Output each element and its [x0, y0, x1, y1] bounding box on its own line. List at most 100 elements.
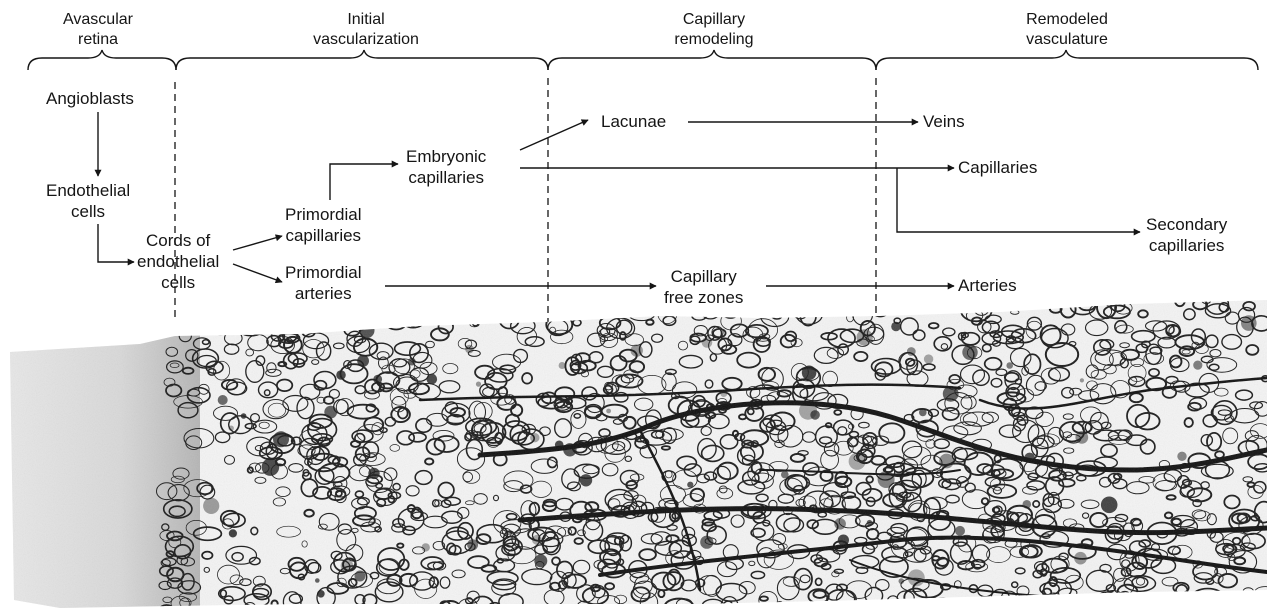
- capillary-loop: [208, 308, 222, 318]
- capillary-loop: [688, 604, 701, 612]
- capillary-loop: [262, 298, 279, 311]
- capillary-loop: [538, 311, 548, 317]
- capillary-loop: [1097, 592, 1117, 605]
- node-primordial-capillaries: Primordialcapillaries: [285, 204, 362, 246]
- node-arteries: Arteries: [958, 275, 1017, 296]
- capillary-loop: [1145, 598, 1171, 609]
- arrow-primcap-embryonic: [330, 164, 398, 200]
- capillary-loop: [404, 304, 424, 313]
- vessel-cluster: [248, 316, 255, 323]
- arrow-endothelial-cords: [98, 224, 134, 262]
- node-capillaries: Capillaries: [958, 157, 1037, 178]
- capillary-loop: [489, 296, 501, 307]
- capillary-loop: [454, 299, 462, 304]
- capillary-loop: [993, 604, 1001, 609]
- capillary-loop: [1044, 593, 1064, 612]
- capillary-loop: [815, 295, 846, 315]
- capillary-loop: [1254, 591, 1267, 598]
- capillary-loop: [854, 299, 875, 312]
- brace-remodeled: [876, 50, 1258, 70]
- arrow-cords-primcap: [233, 236, 282, 250]
- capillary-loop: [833, 601, 860, 612]
- capillary-loop: [1038, 596, 1062, 612]
- capillary-loop: [577, 304, 591, 313]
- capillary-loop: [872, 303, 889, 317]
- capillary-loop: [588, 301, 597, 309]
- capillary-loop: [221, 306, 233, 318]
- capillary-loop: [933, 598, 953, 610]
- stage-braces: [28, 50, 1258, 70]
- capillary-loop: [324, 310, 336, 324]
- capillary-loop: [262, 296, 278, 307]
- capillary-loop: [613, 300, 622, 308]
- capillary-loop: [1190, 593, 1199, 598]
- capillary-loop: [358, 307, 377, 317]
- capillary-loop: [282, 316, 294, 329]
- capillary-loop: [776, 602, 783, 609]
- node-veins: Veins: [923, 111, 965, 132]
- arrow-cords-primart: [233, 264, 282, 282]
- capillary-loop: [907, 295, 922, 308]
- capillary-loop: [1076, 595, 1091, 611]
- capillary-loop: [479, 310, 493, 321]
- capillary-loop: [876, 309, 883, 314]
- capillary-loop: [922, 598, 941, 611]
- capillary-loop: [1259, 603, 1267, 612]
- capillary-loop: [609, 289, 638, 312]
- capillary-loop: [912, 295, 932, 308]
- capillary-loop: [477, 305, 485, 312]
- capillary-loop: [280, 324, 293, 332]
- capillary-loop: [360, 307, 374, 322]
- brace-avascular: [28, 50, 176, 70]
- retina-micrograph: [0, 289, 1267, 612]
- capillary-loop: [270, 311, 282, 318]
- capillary-loop: [575, 297, 584, 304]
- brace-remodeling: [548, 50, 876, 70]
- capillary-loop: [155, 295, 175, 317]
- vessel-cluster: [610, 309, 619, 318]
- capillary-loop: [896, 299, 908, 307]
- capillary-loop: [1136, 598, 1159, 612]
- node-lacunae: Lacunae: [601, 111, 666, 132]
- capillary-loop: [262, 307, 280, 318]
- capillary-loop: [451, 605, 460, 611]
- capillary-loop: [754, 604, 771, 612]
- vessel-cluster: [356, 322, 365, 331]
- capillary-loop: [996, 597, 1010, 605]
- capillary-loop: [304, 607, 315, 612]
- brace-initial: [176, 50, 548, 70]
- capillary-loop: [240, 325, 263, 336]
- capillary-loop: [1062, 595, 1084, 604]
- capillary-loop: [345, 313, 363, 327]
- capillary-loop: [266, 300, 272, 304]
- capillary-loop: [536, 312, 545, 320]
- capillary-loop: [966, 297, 974, 302]
- flow-arrows: [98, 112, 1140, 286]
- capillary-loop: [443, 303, 464, 316]
- capillary-loop: [1120, 593, 1128, 601]
- capillary-loop: [423, 302, 447, 313]
- arrow-embryonic-lacunae: [520, 120, 588, 150]
- capillary-loop: [334, 313, 349, 320]
- capillary-loop: [1185, 606, 1194, 612]
- capillary-loop: [268, 315, 287, 332]
- capillary-loop: [611, 296, 634, 311]
- capillary-loop: [251, 318, 272, 334]
- node-angioblasts: Angioblasts: [46, 88, 134, 109]
- capillary-loop: [402, 312, 424, 328]
- capillary-loop: [819, 604, 825, 610]
- capillary-loop: [427, 305, 439, 314]
- capillary-loop: [1118, 592, 1131, 604]
